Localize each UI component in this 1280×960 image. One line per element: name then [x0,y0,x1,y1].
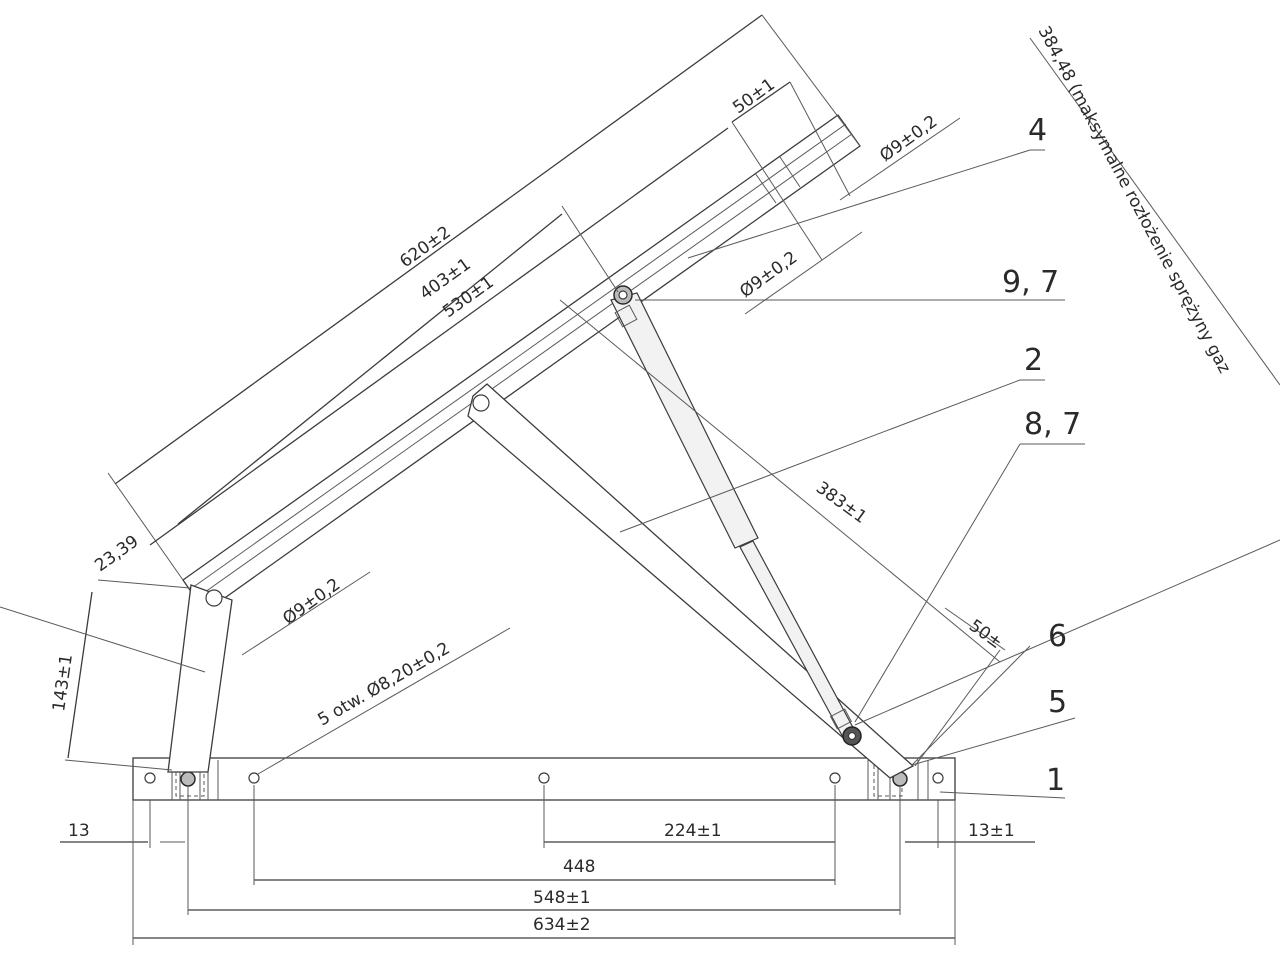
dim-13-right: 13±1 [968,821,1015,841]
dim-dia9-mid: Ø9±0,2 [736,248,801,302]
callout-5: 5 [1048,685,1067,720]
part-callouts: 4 9, 7 2 8, 7 6 5 1 [1002,113,1081,798]
dim-634: 634±2 [533,915,591,935]
dim-143: 143±1 [49,653,77,713]
main-arm [467,383,915,779]
dim-384-note: 384,48 (maksymalne rozłożenie sprężyny g… [1034,23,1235,377]
callout-1: 1 [1046,763,1065,798]
callout-2: 2 [1024,343,1043,378]
dim-224: 224±1 [664,821,722,841]
dimension-geometry [0,14,1280,945]
callout-9-7: 9, 7 [1002,265,1059,300]
dim-5-holes: 5 otw. Ø8,20±0,2 [315,639,454,731]
callout-6: 6 [1048,619,1067,654]
base-holes [144,771,944,787]
dim-13-left: 13 [68,821,90,841]
dim-620: 620±2 [396,222,454,272]
dim-548: 548±1 [533,888,591,908]
dim-383: 383±1 [812,478,870,528]
dim-448: 448 [563,857,595,877]
dim-50-right: 50± [965,616,1006,653]
gas-spring [610,285,862,746]
callout-8-7: 8, 7 [1024,407,1081,442]
dim-dia9-top: Ø9±0,2 [876,112,941,166]
callout-4: 4 [1028,113,1047,148]
dim-dia9-low: Ø9±0,2 [279,575,344,629]
rear-link [167,584,233,773]
dim-50-top: 50±1 [729,75,779,118]
dim-23-39: 23,39 [91,531,142,576]
